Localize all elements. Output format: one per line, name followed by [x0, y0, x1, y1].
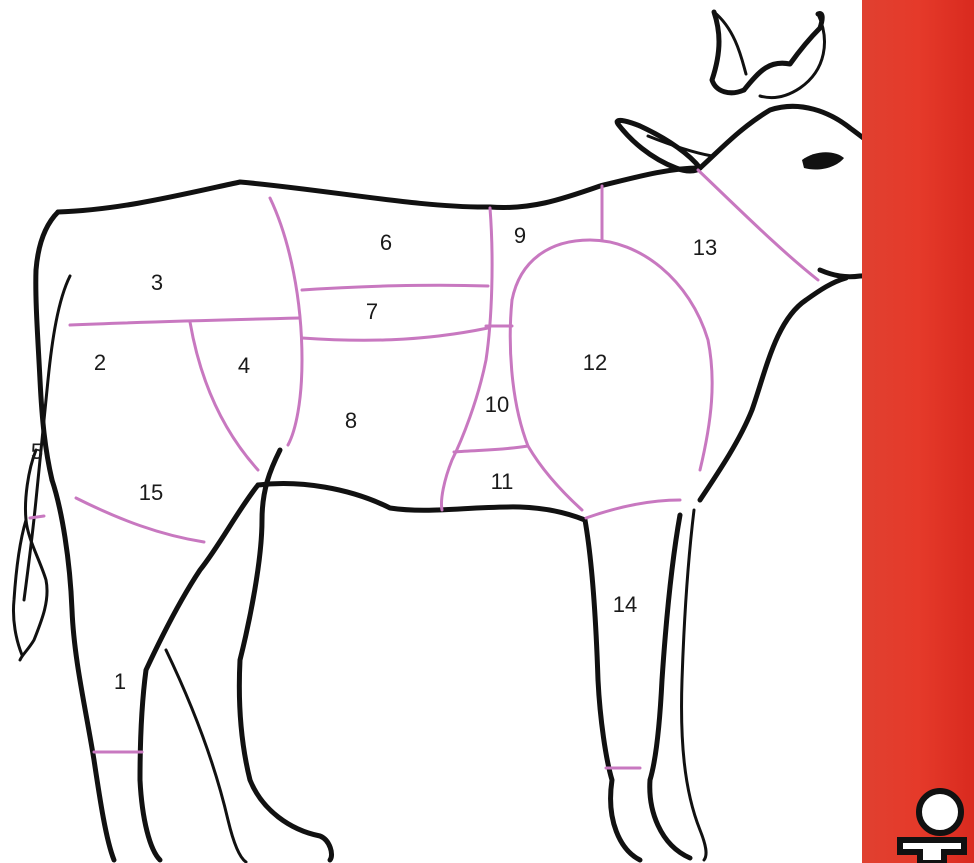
cut-label-11: 11: [491, 469, 514, 494]
cut-label-7: 7: [366, 299, 378, 324]
cut-label-5: 5: [31, 439, 43, 464]
cut-label-10: 10: [485, 392, 509, 417]
cut-label-14: 14: [613, 592, 637, 617]
cut-label-3: 3: [151, 270, 163, 295]
cut-label-2: 2: [94, 350, 106, 375]
cut-label-8: 8: [345, 408, 357, 433]
cow-outline: [13, 12, 964, 862]
cut-label-4: 4: [238, 353, 250, 378]
eye-icon: [802, 152, 844, 169]
cut-label-13: 13: [693, 235, 717, 260]
cut-labels: 1 2 3 4 5 6 7 8 9 10 11 12 13 14 15: [31, 223, 717, 694]
cut-label-1: 1: [114, 669, 126, 694]
info-icon[interactable]: [892, 786, 974, 863]
red-sidebar: [862, 0, 974, 863]
cut-label-12: 12: [583, 350, 607, 375]
cut-label-9: 9: [514, 223, 526, 248]
cut-label-6: 6: [380, 230, 392, 255]
cut-label-15: 15: [139, 480, 163, 505]
